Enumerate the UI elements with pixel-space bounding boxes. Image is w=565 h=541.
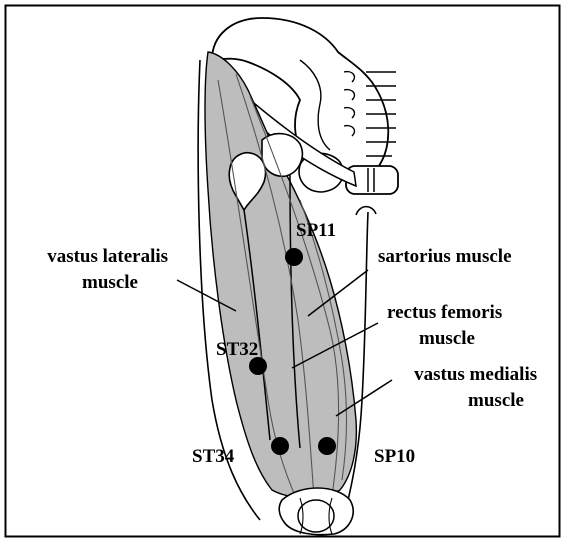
point-label-sp11: SP11 (296, 220, 336, 241)
label-vastus-lateralis: vastus lateralis muscle (47, 246, 173, 293)
point-label-sp10: SP10 (374, 446, 415, 467)
acupoint-sp10 (318, 437, 336, 455)
label-rectus-femoris: rectus femoris muscle (387, 302, 507, 349)
label-sartorius: sartorius muscle (378, 246, 512, 267)
point-label-st34: ST34 (192, 446, 235, 467)
groin-notch (356, 207, 376, 215)
acupoint-sp11 (285, 248, 303, 266)
femur-head (262, 134, 302, 177)
knee-joint (279, 488, 353, 535)
acupoint-st34 (271, 437, 289, 455)
label-rectus-femoris-line2: muscle (419, 328, 475, 349)
label-vastus-medialis: vastus medialis muscle (414, 364, 542, 411)
point-label-st32: ST32 (216, 339, 258, 360)
label-vastus-medialis-line1: vastus medialis (414, 364, 537, 385)
label-rectus-femoris-line1: rectus femoris (387, 302, 502, 323)
label-vastus-lateralis-line2: muscle (82, 272, 138, 293)
label-vastus-lateralis-line1: vastus lateralis (47, 246, 168, 267)
label-vastus-medialis-line2: muscle (468, 390, 524, 411)
